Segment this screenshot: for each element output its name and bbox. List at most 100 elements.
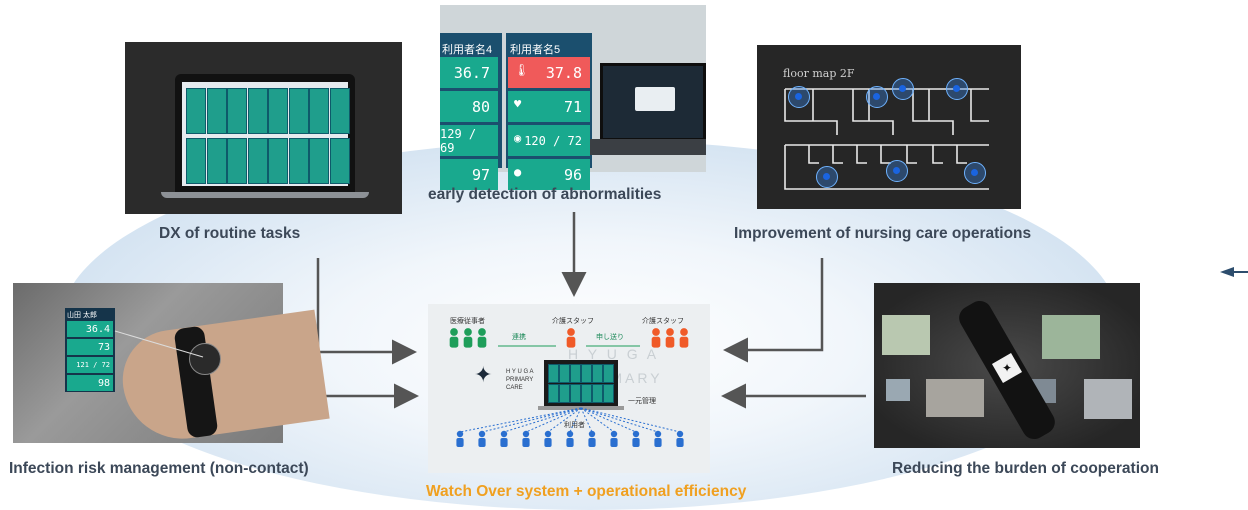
user-connection-line (459, 407, 582, 433)
vital-card-right-name: 利用者名5 (510, 44, 561, 56)
vital-card-left-name: 利用者名4 (442, 44, 493, 56)
vital-right-pulse-value: 71 (563, 97, 582, 116)
logo-line-1: H Y U G A (506, 369, 534, 375)
resident-marker-icon (816, 166, 838, 188)
center-people-diagram (449, 328, 689, 447)
pc-keyboard (590, 139, 706, 155)
link-right-label: 申し送り (596, 334, 624, 341)
user-connection-line (481, 407, 582, 433)
wristband-spo2: 98 (67, 375, 113, 391)
floor-map-lower-rooms (784, 144, 989, 190)
floor-map-plan (784, 88, 989, 190)
user-icon (478, 430, 486, 447)
vital-right-bp-value: 120 / 72 (524, 133, 582, 148)
dashboard-tile (268, 88, 288, 134)
label-reducing-burden: Reducing the burden of cooperation (892, 460, 1159, 477)
arrow-dx-to-center (316, 258, 417, 365)
thermometer-icon: 🌡 (514, 63, 530, 77)
dashboard-tile (206, 88, 227, 134)
photo-elder (926, 379, 984, 417)
vital-right-spo2: ●96 (508, 159, 590, 190)
vital-right-bp: ◉120 / 72 (508, 125, 590, 156)
vital-left-pulse-value: 80 (471, 97, 490, 116)
logo-line-2: PRIMARY (506, 377, 534, 383)
wristband-pulse-value: 73 (97, 341, 110, 353)
center-laptop-tiles (547, 363, 615, 403)
vital-left-pulse: 80 (440, 91, 498, 122)
dashboard-tile (227, 88, 247, 134)
photo-patient (1084, 379, 1132, 419)
dashboard-tile (206, 138, 227, 184)
vital-right-temp-value: 37.8 (545, 63, 582, 82)
center-dashboard-tile (570, 364, 581, 383)
laptop-tile-grid (182, 82, 350, 186)
vital-left-temp-value: 36.7 (453, 63, 490, 82)
vital-right-spo2-value: 96 (563, 165, 582, 184)
pc-alert-dialog (635, 87, 675, 111)
resident-marker-dot (873, 93, 880, 100)
wristband-bp: 121 / 72 (67, 357, 113, 373)
label-early-detection: early detection of abnormalities (428, 186, 662, 203)
resident-marker-icon (946, 78, 968, 100)
resident-marker-dot (823, 173, 830, 180)
dashboard-tile (227, 138, 247, 184)
center-dashboard-tile (592, 384, 603, 403)
medical-staff-icon (449, 328, 459, 348)
user-connection-line (580, 407, 681, 433)
user-icon (610, 430, 618, 447)
center-dashboard-tile (581, 364, 592, 383)
vital-left-spo2-value: 97 (471, 165, 490, 184)
user-icon (566, 430, 574, 447)
group-care-right-label: 介護スタッフ (642, 318, 684, 325)
image-wristband: 山田 太郎 36.4 73 121 / 72 98 (13, 283, 330, 447)
link-left-label: 連携 (512, 334, 526, 341)
heart-icon: ♥ (514, 97, 522, 111)
floor-map-upper-rooms (784, 88, 989, 135)
dashboard-tile (288, 88, 309, 134)
resident-marker-icon (964, 162, 986, 184)
user-icon (522, 430, 530, 447)
laptop-base (161, 192, 369, 198)
resident-marker-dot (795, 93, 802, 100)
dashboard-tile (329, 138, 350, 184)
center-logo-text: H Y U G A PRIMARY CARE (506, 368, 533, 392)
user-connection-line (503, 407, 582, 433)
star-logo-icon: ✦ (474, 362, 493, 387)
wristband-temp-value: 36.4 (85, 323, 110, 335)
blood-pressure-icon: ◉ (514, 131, 522, 145)
wristband-callout-line (114, 330, 204, 358)
vital-left-spo2: 97 (440, 159, 498, 190)
user-icon (544, 430, 552, 447)
resident-marker-icon (892, 78, 914, 100)
resident-marker-icon (788, 86, 810, 108)
dashboard-tile (247, 138, 268, 184)
photo-doctor (886, 379, 910, 401)
arrowhead-offscreen-right (1220, 267, 1234, 277)
user-connection-line (525, 407, 582, 433)
resident-marker-icon (886, 160, 908, 182)
care-staff-icon (679, 328, 689, 348)
wristband-temp: 36.4 (67, 321, 113, 337)
image-center-system: H Y U G A PRIMARY 医療従事者 介護スタッフ 介護スタッフ 連携… (428, 304, 710, 473)
wristband-bp-value: 121 / 72 (76, 361, 110, 369)
user-icon (676, 430, 684, 447)
user-connection-line (569, 407, 582, 433)
group-care-left-label: 介護スタッフ (552, 318, 594, 325)
floor-map-title: floor map 2F (783, 67, 855, 80)
dashboard-tile (309, 88, 329, 134)
resident-marker-dot (899, 85, 906, 92)
label-watch-over-system: Watch Over system + operational efficien… (426, 483, 747, 500)
dashboard-tile (309, 138, 329, 184)
user-icon (456, 430, 464, 447)
resident-marker-dot (893, 167, 900, 174)
dashboard-tile (186, 138, 206, 184)
center-dashboard-tile (548, 364, 559, 383)
dashboard-tile (268, 138, 288, 184)
center-dashboard-tile (570, 384, 581, 403)
label-nursing-care: Improvement of nursing care operations (734, 225, 1032, 242)
center-dashboard-tile (581, 384, 592, 403)
label-infection-risk: Infection risk management (non-contact) (9, 460, 309, 477)
photo-family (882, 315, 930, 355)
logo-line-3: CARE (506, 385, 523, 391)
medical-staff-icon (477, 328, 487, 348)
